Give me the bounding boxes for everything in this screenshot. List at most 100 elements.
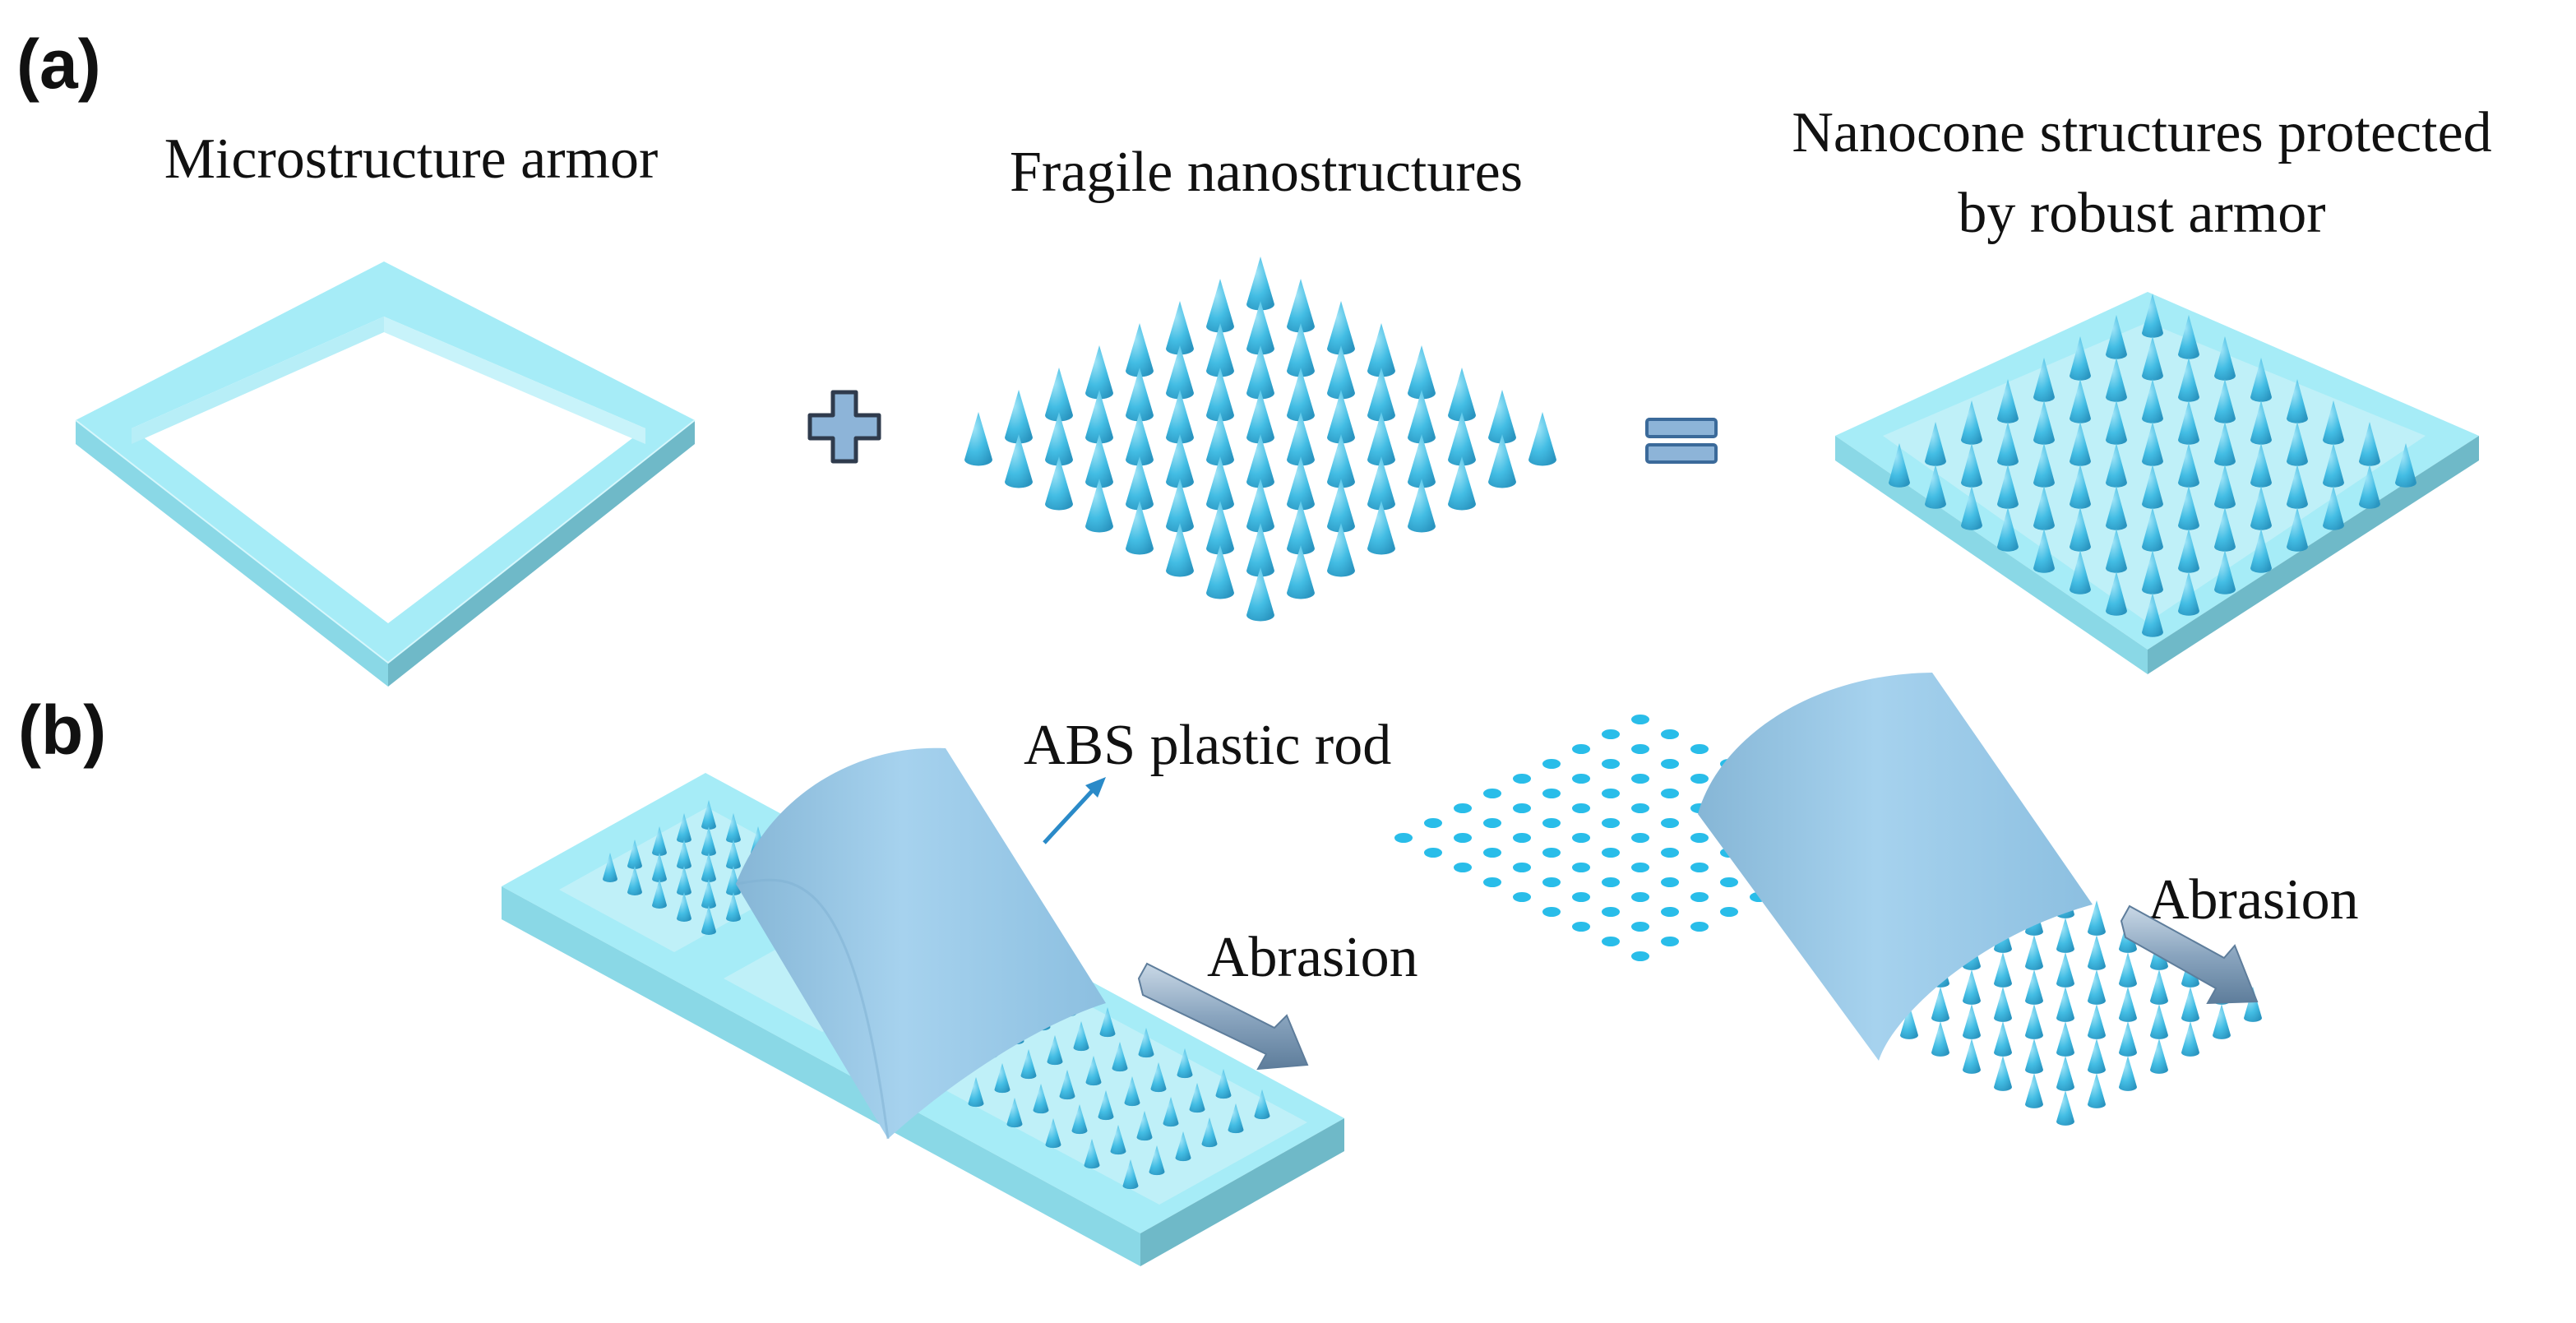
nanocone	[1994, 1056, 2012, 1091]
nanocone-base-dot	[1513, 832, 1531, 844]
nanocone	[1177, 1048, 1193, 1079]
nanocone	[2244, 987, 2262, 1022]
nanocone	[1201, 1117, 1218, 1148]
nanocone	[2142, 593, 2163, 637]
nanocone	[1006, 1098, 1023, 1128]
nanocone	[1005, 434, 1033, 488]
nanocone	[1005, 390, 1033, 444]
nanocone-base-dot	[1661, 877, 1679, 888]
nanocone-base-dot	[1631, 951, 1649, 962]
nanocone	[627, 840, 642, 869]
nanocone	[1408, 345, 1436, 400]
nanocone	[1085, 390, 1113, 444]
nanocone	[1327, 301, 1355, 355]
nanocone	[1246, 479, 1274, 533]
nanocone-base-dot	[1513, 803, 1531, 814]
nanocone	[1059, 1070, 1075, 1100]
nanocone	[1033, 1084, 1049, 1114]
rod-label-pointer	[1043, 777, 1106, 844]
nanocone	[701, 800, 716, 830]
nanocone	[2359, 465, 2381, 509]
caption-protected-line1: Nanocone structures protected	[1792, 101, 2492, 164]
nanocone	[1206, 279, 1234, 333]
nanocone	[1997, 422, 2019, 466]
nanocone	[1189, 1083, 1205, 1113]
label-abrasion-right: Abrasion	[2148, 868, 2359, 932]
nanocone-base-dot	[1542, 817, 1561, 829]
nanocone	[2033, 486, 2055, 530]
nanocone	[1367, 323, 1395, 377]
nanocone-base-dot	[1394, 832, 1413, 844]
nanocone-base-dot	[1631, 921, 1649, 932]
nanocone	[1047, 1035, 1063, 1066]
nanocone	[2287, 465, 2308, 509]
plus-sign-icon	[807, 390, 881, 464]
nanocone-base-dot	[1661, 817, 1679, 829]
nanocone	[2178, 529, 2200, 573]
nanocone	[2119, 952, 2137, 988]
nanocone	[1099, 1007, 1116, 1038]
nanocone-array	[964, 257, 1556, 622]
nanocone-base-dot	[1661, 729, 1679, 740]
nanocone	[2142, 336, 2163, 381]
nanocone	[1206, 456, 1234, 511]
nanocone	[1963, 969, 1981, 1005]
nanocone	[1287, 545, 1315, 599]
nanocone	[1963, 1039, 1981, 1074]
nanocone-base-dot	[1513, 773, 1531, 784]
nanocone	[2178, 358, 2200, 402]
nanocone	[2323, 400, 2344, 445]
nanocone	[2250, 486, 2272, 530]
nanocone-base-dot	[1602, 877, 1620, 888]
nanocone	[652, 826, 667, 856]
nanocone-base-dot	[1542, 906, 1561, 918]
nanocone	[1925, 465, 1947, 509]
nanocone	[2214, 422, 2236, 466]
nanocone-base-dot	[1542, 788, 1561, 799]
nanocone	[2088, 900, 2106, 936]
nanocone	[1900, 1004, 1918, 1039]
nanocone	[1287, 323, 1315, 377]
nanocone	[1084, 1139, 1100, 1169]
nanocone	[2214, 507, 2236, 552]
nanocone	[1963, 1004, 1981, 1039]
nanocone-base-dot	[1690, 743, 1709, 755]
nanocone	[1994, 952, 2012, 988]
nanocone-base-dot	[1572, 832, 1590, 844]
nanocone-base-dot	[1483, 817, 1501, 829]
nanocone	[1889, 443, 1910, 488]
nanocone-base-dot	[1483, 847, 1501, 858]
nanocone	[677, 840, 691, 869]
nanocone	[2142, 465, 2163, 509]
nanocone	[2214, 465, 2236, 509]
nanocone	[1175, 1131, 1191, 1162]
nanocone-base-dot	[1720, 877, 1738, 888]
nanocone	[1287, 412, 1315, 466]
nanocone	[1206, 412, 1234, 466]
nanocone	[2025, 1004, 2043, 1039]
nanocone-base-dot	[1631, 773, 1649, 784]
label-abrasion-left: Abrasion	[1207, 926, 1418, 989]
nanocone	[1246, 257, 1274, 311]
nanocone	[2214, 550, 2236, 594]
nanocone	[2213, 1004, 2231, 1039]
nanocone	[1166, 479, 1194, 533]
nanocone	[1206, 323, 1234, 377]
nanocone	[1994, 1021, 2012, 1057]
nanocone	[2395, 443, 2416, 488]
nanocone	[701, 826, 716, 856]
nanocone	[2106, 486, 2127, 530]
nanocone	[1327, 479, 1355, 533]
nanocone-base-dot	[1454, 862, 1472, 873]
nanocone	[1287, 279, 1315, 333]
nanocone	[1408, 390, 1436, 444]
panel-b-label: (b)	[18, 692, 107, 769]
nanocone	[1997, 379, 2019, 423]
nanocone	[1246, 390, 1274, 444]
nanocone	[1206, 545, 1234, 599]
abs-rod-left	[735, 747, 1106, 1140]
nanocone	[1126, 412, 1154, 466]
nanocone	[1085, 1056, 1102, 1086]
nanocone	[1112, 1042, 1128, 1072]
